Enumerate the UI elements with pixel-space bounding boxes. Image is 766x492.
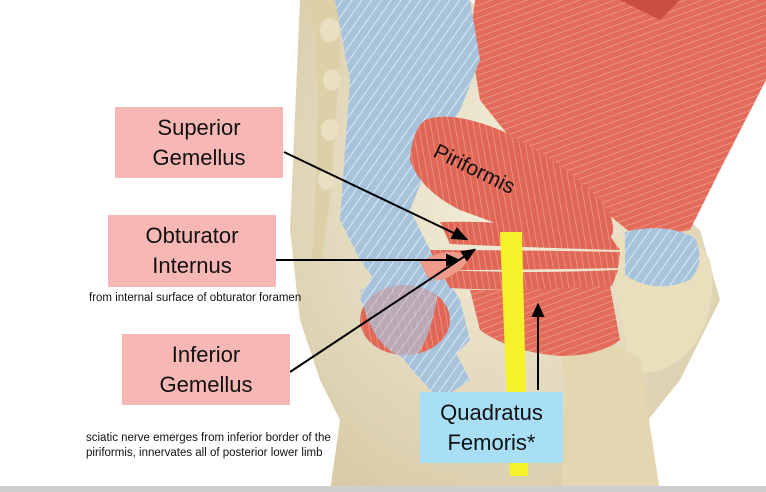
inferior-gemellus-label: Inferior Gemellus [122, 334, 290, 405]
obturator-internus-label: Obturator Internus [108, 215, 276, 287]
obturator-internus-note: from internal surface of obturator foram… [89, 292, 302, 304]
bottom-divider [0, 486, 766, 492]
quadratus-femoris-label: Quadratus Femoris* [420, 392, 563, 463]
gemelli-muscles [420, 221, 620, 290]
pointer-lines [276, 151, 545, 390]
sciatic-nerve-note: sciatic nerve emerges from inferior bord… [86, 432, 331, 459]
obturator-region [360, 276, 450, 360]
superior-gemellus-label: Superior Gemellus [115, 107, 283, 178]
gluteus-medius-muscle [470, 0, 766, 240]
greater-trochanter [625, 228, 700, 287]
piriformis-muscle: Piriformis [410, 116, 614, 239]
